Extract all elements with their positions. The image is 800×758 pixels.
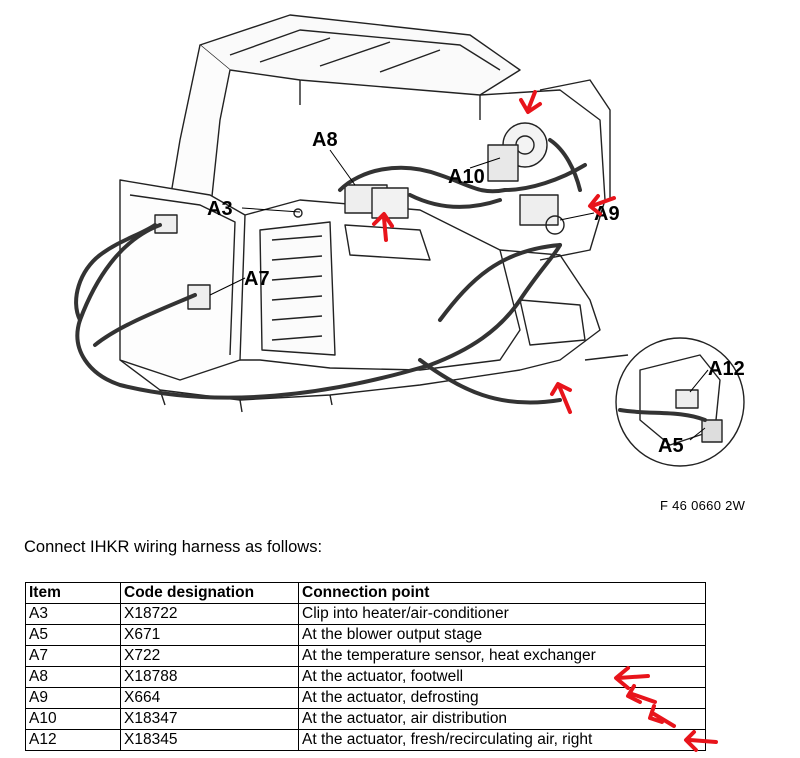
- table-row: A3 X18722 Clip into heater/air-condition…: [25, 603, 706, 625]
- callout-a12: A12: [708, 358, 745, 380]
- cell-code: X18722: [120, 603, 299, 625]
- cell-connection: At the actuator, air distribution: [298, 708, 706, 730]
- cell-item: A10: [25, 708, 121, 730]
- callout-a9: A9: [594, 203, 620, 225]
- cell-connection: At the actuator, footwell: [298, 666, 706, 688]
- connection-table: Item Code designation Connection point A…: [25, 582, 706, 751]
- cell-item: A8: [25, 666, 121, 688]
- wiring-harness: [74, 138, 707, 422]
- cell-code: X18347: [120, 708, 299, 730]
- header-item: Item: [25, 582, 121, 604]
- table-row: A10 X18347 At the actuator, air distribu…: [25, 708, 706, 730]
- cell-code: X18788: [120, 666, 299, 688]
- table-row: A9 X664 At the actuator, defrosting: [25, 687, 706, 709]
- header-code-designation: Code designation: [120, 582, 299, 604]
- cell-connection: At the temperature sensor, heat exchange…: [298, 645, 706, 667]
- cell-connection: Clip into heater/air-conditioner: [298, 603, 706, 625]
- cell-item: A9: [25, 687, 121, 709]
- cell-code: X671: [120, 624, 299, 646]
- header-connection-point: Connection point: [298, 582, 706, 604]
- callout-a3: A3: [207, 198, 233, 220]
- cell-connection: At the blower output stage: [298, 624, 706, 646]
- housing-line-art: [119, 14, 745, 467]
- table-header-row: Item Code designation Connection point: [25, 582, 706, 604]
- cell-item: A3: [25, 603, 121, 625]
- intro-text: Connect IHKR wiring harness as follows:: [24, 538, 323, 556]
- cell-connection: At the actuator, fresh/recirculating air…: [298, 729, 706, 751]
- callout-a5: A5: [658, 435, 684, 457]
- table-row: A8 X18788 At the actuator, footwell: [25, 666, 706, 688]
- cell-code: X722: [120, 645, 299, 667]
- callout-a10: A10: [448, 166, 485, 188]
- cell-connection: At the actuator, defrosting: [298, 687, 706, 709]
- callout-a7: A7: [244, 268, 270, 290]
- hvac-housing-diagram: A8 A10 A3 A7 A9 A12 A5: [74, 14, 745, 467]
- figure-code: F 46 0660 2W: [660, 498, 746, 513]
- cell-item: A12: [25, 729, 121, 751]
- table-row: A12 X18345 At the actuator, fresh/recirc…: [25, 729, 706, 751]
- table-row: A5 X671 At the blower output stage: [25, 624, 706, 646]
- table-row: A7 X722 At the temperature sensor, heat …: [25, 645, 706, 667]
- cell-item: A5: [25, 624, 121, 646]
- cell-item: A7: [25, 645, 121, 667]
- callout-a8: A8: [312, 129, 338, 151]
- cell-code: X18345: [120, 729, 299, 751]
- cell-code: X664: [120, 687, 299, 709]
